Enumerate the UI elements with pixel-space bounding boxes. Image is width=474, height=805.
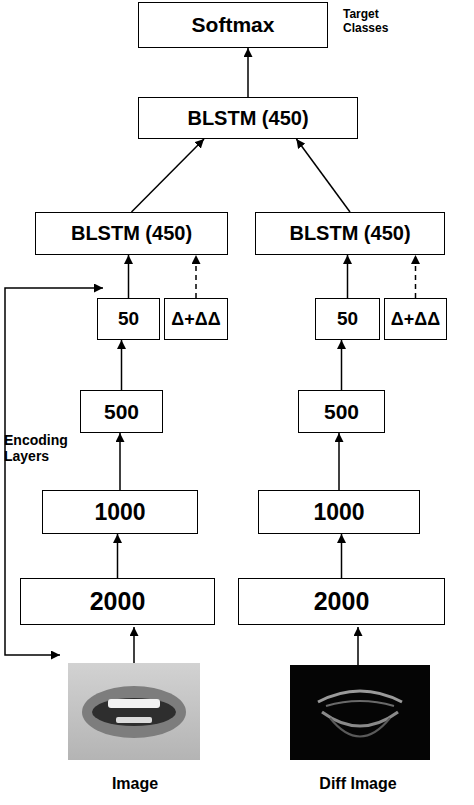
input-label: Diff Image (300, 775, 416, 793)
flow-arrow (296, 139, 350, 212)
layer-box: 1000 (258, 490, 420, 534)
delta-box: Δ+ΔΔ (384, 298, 447, 340)
flow-arrow (119, 433, 121, 490)
blstm-box: BLSTM (450) (255, 212, 445, 255)
diff-image (290, 665, 430, 760)
node-text: 1000 (94, 499, 145, 526)
flow-arrow (415, 255, 417, 298)
layer-box: 500 (298, 390, 385, 433)
flow-arrow (195, 255, 197, 298)
node-text: 1000 (313, 499, 364, 526)
layer-box: 500 (80, 390, 163, 433)
flow-arrow (132, 139, 205, 212)
blstm-box: BLSTM (450) (138, 97, 358, 139)
node-text: Δ+ΔΔ (171, 309, 220, 330)
node-text: 500 (324, 400, 359, 424)
node-text: 50 (337, 308, 358, 330)
flow-arrow (128, 255, 130, 298)
node-text: 50 (118, 308, 139, 330)
node-text: 2000 (90, 587, 146, 616)
blstm-box: BLSTM (450) (35, 212, 228, 255)
softmax-box: Softmax (138, 2, 328, 48)
flow-arrow (117, 534, 119, 578)
flow-arrow (347, 255, 349, 298)
layer-box: 2000 (20, 578, 215, 625)
node-text: Δ+ΔΔ (391, 309, 440, 330)
layer-box: 2000 (238, 578, 445, 625)
flow-arrow (247, 48, 249, 97)
flow-arrow (341, 534, 343, 578)
node-text: 2000 (314, 587, 370, 616)
node-text: Softmax (192, 13, 275, 37)
delta-box: Δ+ΔΔ (164, 298, 228, 340)
node-text: BLSTM (450) (71, 222, 192, 245)
layer-box: 50 (97, 298, 160, 340)
bracket-label: Encoding Layers (4, 432, 82, 464)
flow-arrow (121, 340, 123, 390)
node-text: 500 (104, 400, 139, 424)
flow-arrow (338, 433, 340, 490)
mouth-image (68, 663, 200, 760)
layer-box: 50 (315, 298, 380, 340)
input-arrows (134, 627, 358, 665)
flow-arrow (341, 340, 343, 390)
input-label: Image (85, 775, 185, 793)
layer-box: 1000 (42, 490, 198, 534)
node-text: BLSTM (450) (289, 222, 410, 245)
output-label: Target Classes (343, 8, 399, 36)
node-text: BLSTM (450) (187, 107, 308, 130)
